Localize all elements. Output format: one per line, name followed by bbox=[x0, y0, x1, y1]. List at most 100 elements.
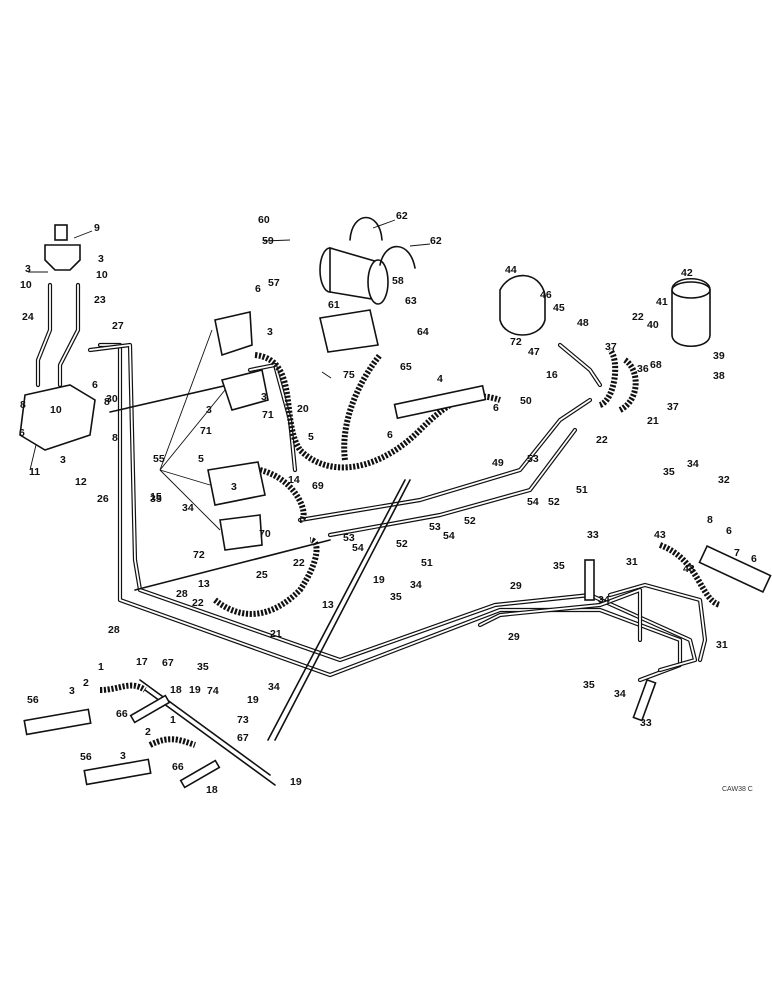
callout-29: 29 bbox=[510, 580, 522, 592]
callout-28: 28 bbox=[108, 624, 120, 636]
callout-72: 72 bbox=[193, 549, 205, 561]
callout-34: 34 bbox=[614, 688, 626, 700]
callout-8: 8 bbox=[104, 396, 110, 408]
callout-3: 3 bbox=[98, 253, 104, 265]
callout-72: 72 bbox=[510, 336, 522, 348]
callout-10: 10 bbox=[20, 279, 32, 291]
callout-31: 31 bbox=[716, 639, 728, 651]
components bbox=[19, 216, 772, 789]
callout-22: 22 bbox=[632, 311, 644, 323]
callout-3: 3 bbox=[261, 391, 267, 403]
callout-73: 73 bbox=[237, 714, 249, 726]
callout-69: 69 bbox=[312, 480, 324, 492]
callout-8: 8 bbox=[707, 514, 713, 526]
callout-32: 32 bbox=[718, 474, 730, 486]
callout-75: 75 bbox=[343, 369, 355, 381]
callout-54: 54 bbox=[527, 496, 539, 508]
callout-43: 43 bbox=[654, 529, 666, 541]
callout-6: 6 bbox=[92, 379, 98, 391]
callout-58: 58 bbox=[392, 275, 404, 287]
callout-5: 5 bbox=[198, 453, 204, 465]
callout-7: 7 bbox=[734, 547, 740, 559]
callout-27: 27 bbox=[112, 320, 124, 332]
callout-34: 34 bbox=[268, 681, 280, 693]
callout-26: 26 bbox=[97, 493, 109, 505]
callout-38: 38 bbox=[713, 370, 725, 382]
callout-19: 19 bbox=[290, 776, 302, 788]
callout-46: 46 bbox=[540, 289, 552, 301]
callout-2: 2 bbox=[83, 677, 89, 689]
callout-56: 56 bbox=[27, 694, 39, 706]
callout-14: 14 bbox=[288, 474, 300, 486]
callout-6: 6 bbox=[19, 427, 25, 439]
callout-3: 3 bbox=[25, 263, 31, 275]
callout-1: 1 bbox=[98, 661, 104, 673]
callout-1: 1 bbox=[170, 714, 176, 726]
callout-35: 35 bbox=[390, 591, 402, 603]
callout-52: 52 bbox=[464, 515, 476, 527]
rigid-tubes bbox=[35, 282, 708, 786]
leader-lines bbox=[28, 219, 431, 531]
callout-56: 56 bbox=[80, 751, 92, 763]
callout-33: 33 bbox=[587, 529, 599, 541]
callout-37: 37 bbox=[605, 341, 617, 353]
callout-66: 66 bbox=[116, 708, 128, 720]
callout-68: 68 bbox=[650, 359, 662, 371]
callout-3: 3 bbox=[60, 454, 66, 466]
callout-51: 51 bbox=[576, 484, 588, 496]
callout-35: 35 bbox=[150, 493, 162, 505]
callout-3: 3 bbox=[120, 750, 126, 762]
callout-3: 3 bbox=[69, 685, 75, 697]
callout-57: 57 bbox=[268, 277, 280, 289]
callout-11: 11 bbox=[29, 466, 40, 478]
callout-61: 61 bbox=[328, 299, 340, 311]
callout-43: 43 bbox=[683, 563, 695, 575]
callout-6: 6 bbox=[255, 283, 261, 295]
callout-19: 19 bbox=[189, 684, 201, 696]
callout-34: 34 bbox=[410, 579, 422, 591]
callout-23: 23 bbox=[94, 294, 106, 306]
callout-34: 34 bbox=[598, 594, 610, 606]
callout-19: 19 bbox=[373, 574, 385, 586]
callout-6: 6 bbox=[751, 553, 757, 565]
callout-12: 12 bbox=[75, 476, 87, 488]
callout-34: 34 bbox=[182, 502, 194, 514]
drawing-code: CAW38 C bbox=[722, 786, 753, 793]
callout-53: 53 bbox=[429, 521, 441, 533]
callout-3: 3 bbox=[267, 326, 273, 338]
callout-66: 66 bbox=[172, 761, 184, 773]
callout-20: 20 bbox=[297, 403, 309, 415]
callout-28: 28 bbox=[176, 588, 188, 600]
callout-71: 71 bbox=[262, 409, 274, 421]
callout-42: 42 bbox=[681, 267, 693, 279]
callout-74: 74 bbox=[207, 685, 219, 697]
callout-22: 22 bbox=[293, 557, 305, 569]
callout-18: 18 bbox=[206, 784, 218, 796]
callout-55: 55 bbox=[153, 453, 165, 465]
callout-62: 62 bbox=[396, 210, 408, 222]
callout-54: 54 bbox=[352, 542, 364, 554]
callout-41: 41 bbox=[656, 296, 668, 308]
callout-29: 29 bbox=[508, 631, 520, 643]
callout-70: 70 bbox=[259, 528, 271, 540]
callout-47: 47 bbox=[528, 346, 540, 358]
callout-67: 67 bbox=[237, 732, 249, 744]
callout-35: 35 bbox=[583, 679, 595, 691]
callout-13: 13 bbox=[322, 599, 334, 611]
callout-17: 17 bbox=[136, 656, 148, 668]
callout-10: 10 bbox=[50, 404, 62, 416]
callout-35: 35 bbox=[553, 560, 565, 572]
callout-6: 6 bbox=[493, 402, 499, 414]
callout-30: 30 bbox=[106, 393, 118, 405]
callout-35: 35 bbox=[197, 661, 209, 673]
callout-15: 15 bbox=[150, 491, 162, 503]
callout-18: 18 bbox=[170, 684, 182, 696]
callout-33: 33 bbox=[640, 717, 652, 729]
callout-65: 65 bbox=[400, 361, 412, 373]
callout-53: 53 bbox=[343, 532, 355, 544]
callout-48: 48 bbox=[577, 317, 589, 329]
callout-67: 67 bbox=[162, 657, 174, 669]
callout-25: 25 bbox=[256, 569, 268, 581]
callout-6: 6 bbox=[726, 525, 732, 537]
